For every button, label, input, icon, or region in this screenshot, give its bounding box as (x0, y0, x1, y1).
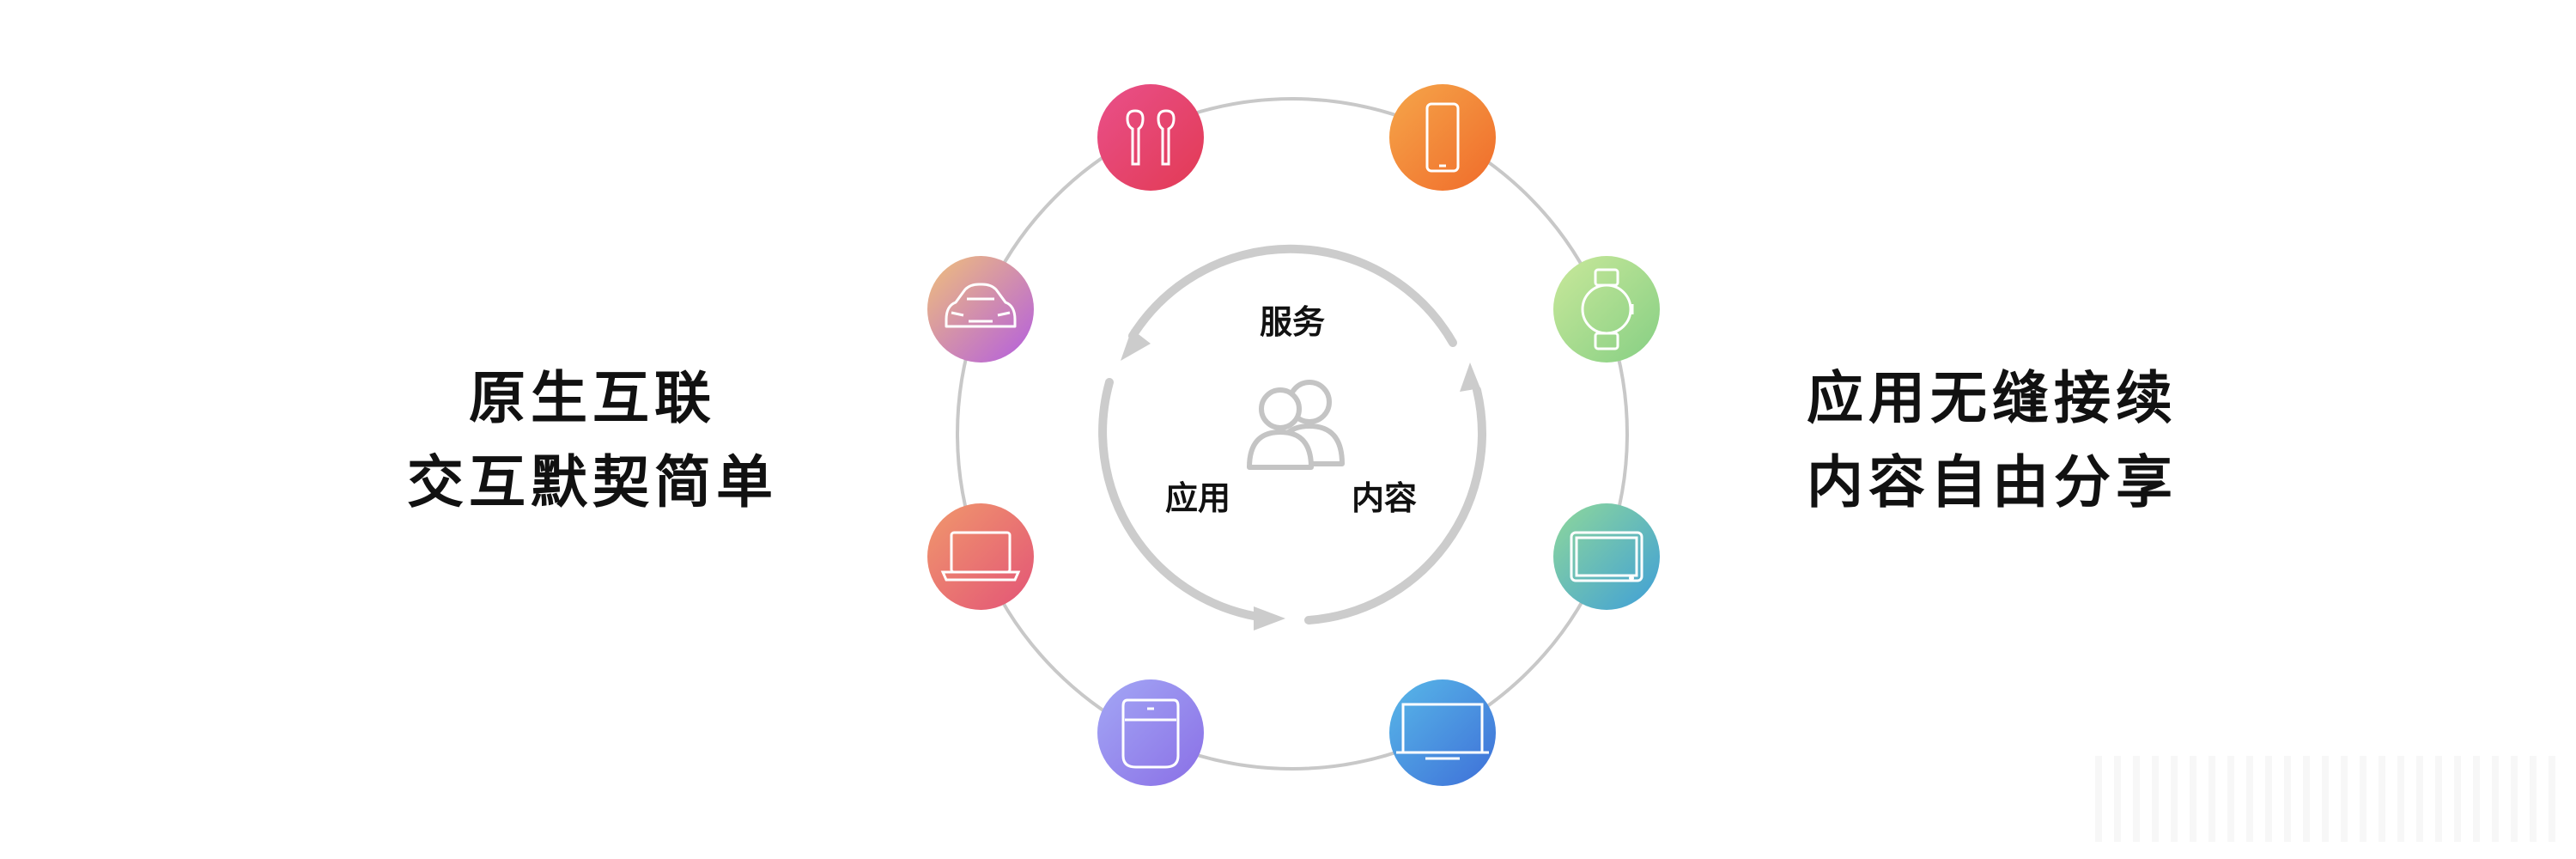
inner-cycle-arrows (1098, 244, 1486, 624)
watermark (2095, 756, 2559, 842)
arc-left (1098, 378, 1268, 622)
center-label-service: 服务 (1260, 303, 1325, 341)
arrowhead-right (1460, 362, 1480, 392)
arrowhead-bottom (1254, 606, 1285, 631)
device-node-tv (1389, 679, 1496, 786)
left-text-line1: 原生互联 (469, 365, 716, 431)
device-node-phone (1389, 84, 1496, 191)
tablet-icon (1570, 531, 1643, 582)
earbuds-icon (1126, 109, 1176, 166)
tv-icon (1396, 703, 1489, 760)
laptop-icon (940, 531, 1021, 582)
users-icon (1247, 380, 1345, 470)
right-text-line1: 应用无缝接续 (1807, 365, 2178, 431)
watch-icon (1581, 268, 1634, 350)
device-node-laptop (927, 503, 1034, 610)
center-label-app: 应用 (1165, 479, 1230, 517)
arc-right (1304, 386, 1486, 624)
outer-ring (956, 97, 1629, 771)
right-text-line2: 内容自由分享 (1807, 449, 2178, 515)
center-label-content: 内容 (1352, 479, 1417, 517)
device-node-tablet (1553, 503, 1660, 610)
arc-top (1128, 244, 1457, 347)
arrowhead-top-left (1121, 329, 1151, 361)
speaker-icon (1121, 698, 1180, 769)
left-text-line2: 交互默契简单 (407, 449, 778, 515)
device-node-earbuds (1097, 84, 1204, 191)
phone-icon (1425, 102, 1460, 173)
device-node-watch (1553, 256, 1660, 362)
device-node-car (927, 256, 1034, 362)
car-icon (945, 283, 1017, 328)
device-node-speaker (1097, 679, 1204, 786)
